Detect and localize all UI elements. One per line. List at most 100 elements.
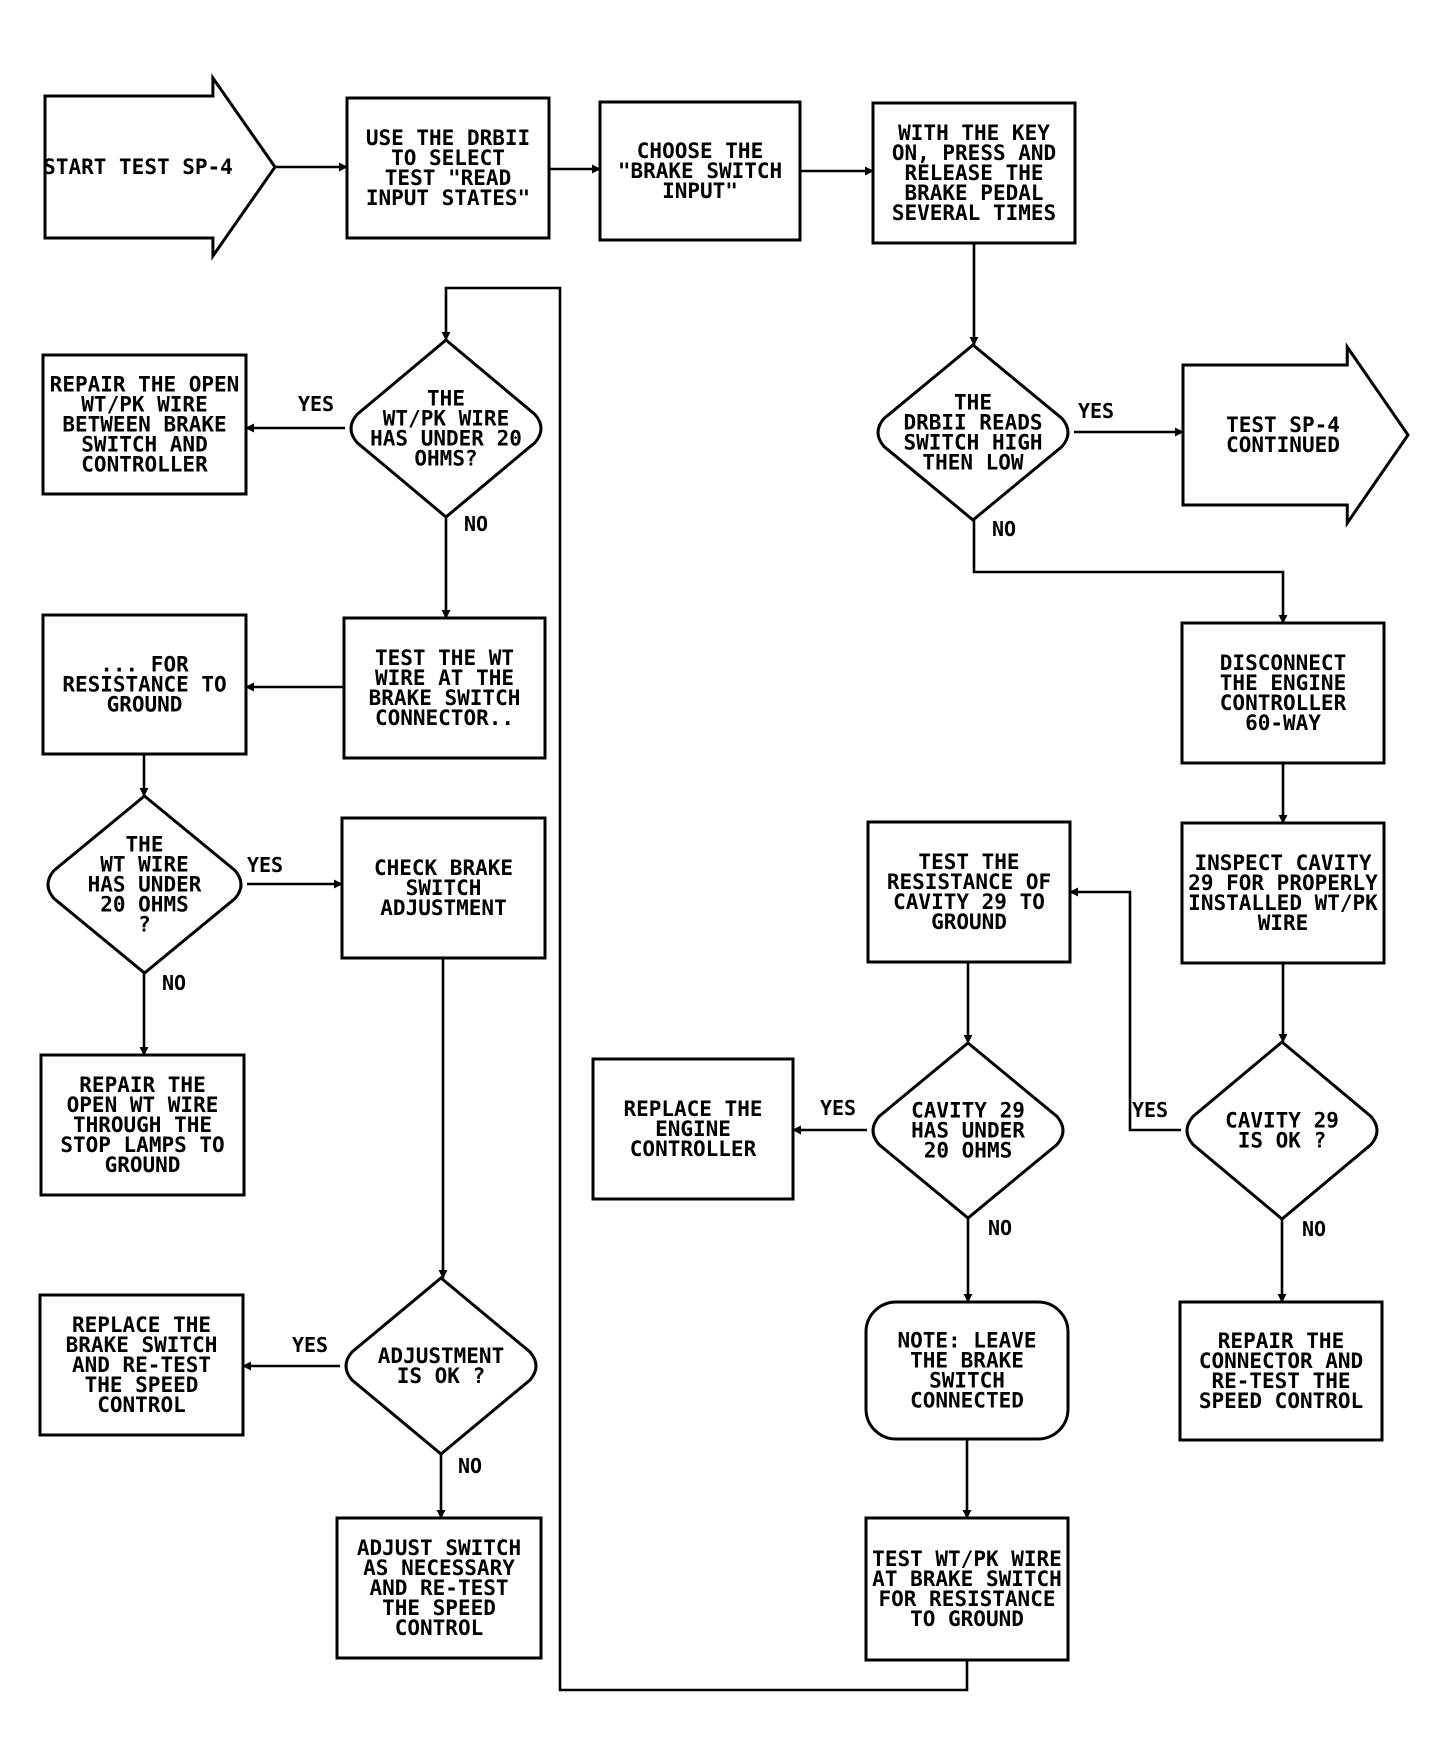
node-cavity-under-line: HAS UNDER [911, 1119, 1025, 1143]
node-test-wt-line: CONNECTOR.. [375, 706, 514, 730]
node-note-line: THE BRAKE [910, 1349, 1024, 1373]
edge-label-yes: YES [820, 1096, 856, 1120]
node-key-on-shape [871, 101, 1077, 245]
node-inspect-shape [1180, 821, 1386, 965]
node-test-wtpk-line: TO GROUND [910, 1607, 1024, 1631]
node-adjust-switch-line: ADJUST SWITCH [357, 1536, 521, 1560]
node-wt-under-line: THE [126, 833, 164, 857]
node-repair-wtpk-line: CONTROLLER [81, 453, 208, 477]
node-choose-shape [598, 100, 802, 242]
edge-label-no: NO [464, 512, 488, 536]
node-wt-under-shape [46, 794, 243, 975]
node-key-on-line: WITH THE KEY [898, 121, 1050, 145]
node-repair-wtpk-line: SWITCH AND [81, 433, 207, 457]
node-test-cavity-shape [866, 820, 1072, 964]
node-wt-under-line: ? [138, 913, 151, 937]
node-start-shape [43, 73, 277, 261]
node-use-drbii-line: INPUT STATES" [366, 186, 530, 210]
node-choose-line: "BRAKE SWITCH [618, 159, 782, 183]
node-repair-connector-line: REPAIR THE [1218, 1329, 1344, 1353]
node-disconnect-line: CONTROLLER [1220, 691, 1347, 715]
node-check-adj-line: ADJUSTMENT [380, 896, 506, 920]
node-repair-wt-line: REPAIR THE [79, 1073, 205, 1097]
node-replace-switch-line: REPLACE THE [72, 1313, 211, 1337]
node-test-wtpk-line: TEST WT/PK WIRE [872, 1547, 1062, 1571]
node-choose-line: CHOOSE THE [637, 139, 763, 163]
edge-reads-no-to-disconnect [972, 520, 1288, 624]
node-test-cavity-line: TEST THE [918, 850, 1019, 874]
node-disconnect-line: DISCONNECT [1220, 651, 1346, 675]
node-test-cavity-line: CAVITY 29 TO [893, 890, 1045, 914]
node-replace-switch-line: THE SPEED [85, 1373, 199, 1397]
node-cavity-ok-line: CAVITY 29 [1225, 1109, 1339, 1133]
node-test-wt-line: BRAKE SWITCH [369, 686, 521, 710]
node-test-wt-shape [342, 616, 547, 760]
node-note-shape [864, 1300, 1070, 1441]
node-test-cavity-line: RESISTANCE OF [887, 870, 1051, 894]
node-for-resistance-line: GROUND [107, 693, 183, 717]
node-replace-switch-line: BRAKE SWITCH [66, 1333, 218, 1357]
node-repair-connector-line: RE-TEST THE [1211, 1369, 1350, 1393]
node-replace-switch-line: CONTROL [97, 1393, 186, 1417]
node-repair-connector-line: CONNECTOR AND [1199, 1349, 1363, 1373]
node-check-adj-line: CHECK BRAKE [374, 856, 513, 880]
node-adjust-switch-line: AS NECESSARY [363, 1556, 515, 1580]
node-disconnect-line: 60-WAY [1245, 711, 1321, 735]
node-inspect-line: INSTALLED WT/PK [1188, 891, 1378, 915]
node-key-on-line: SEVERAL TIMES [892, 201, 1056, 225]
node-inspect-line: 29 FOR PROPERLY [1188, 871, 1378, 895]
node-key-on-line: BRAKE PEDAL [904, 181, 1043, 205]
node-test-wtpk-shape [864, 1516, 1070, 1662]
node-drbii-reads-line: THE [954, 391, 992, 415]
node-replace-ctrl-line: ENGINE [655, 1117, 731, 1141]
node-repair-wt-shape [39, 1053, 246, 1197]
node-test-cavity-line: GROUND [931, 910, 1007, 934]
node-cavity-under-shape [871, 1041, 1065, 1220]
edge-label-no: NO [162, 971, 186, 995]
node-repair-wtpk-shape [41, 353, 248, 496]
node-inspect-line: INSPECT CAVITY [1194, 851, 1371, 875]
node-adjust-switch-shape [335, 1516, 543, 1660]
node-wt-under-line: 20 OHMS [100, 893, 189, 917]
node-for-resistance-line: RESISTANCE TO [62, 673, 226, 697]
node-repair-wtpk-line: BETWEEN BRAKE [62, 413, 226, 437]
node-replace-switch-line: AND RE-TEST [72, 1353, 211, 1377]
node-test-wtpk-line: FOR RESISTANCE [878, 1587, 1055, 1611]
edge-label-yes: YES [298, 392, 334, 416]
node-note-line: SWITCH [929, 1369, 1005, 1393]
node-wtpk-under-line: THE [427, 387, 465, 411]
node-wtpk-under-line: WT/PK WIRE [383, 407, 509, 431]
edge-cavityok-yes-to-testcav [1069, 887, 1181, 1132]
node-for-resistance-shape [41, 613, 248, 756]
node-choose-line: INPUT" [662, 179, 738, 203]
node-test-wt-line: WIRE AT THE [375, 666, 514, 690]
edge-label-yes: YES [1132, 1098, 1168, 1122]
node-replace-switch-shape [38, 1293, 245, 1437]
node-test-wt-line: TEST THE WT [375, 646, 514, 670]
node-repair-wt-line: THROUGH THE [73, 1113, 212, 1137]
node-adj-ok-line: IS OK ? [397, 1364, 486, 1388]
edge-label-no: NO [1302, 1217, 1326, 1241]
edge-label-no: NO [992, 517, 1016, 541]
node-check-adj-shape [340, 816, 547, 960]
node-repair-wt-line: STOP LAMPS TO [60, 1133, 224, 1157]
